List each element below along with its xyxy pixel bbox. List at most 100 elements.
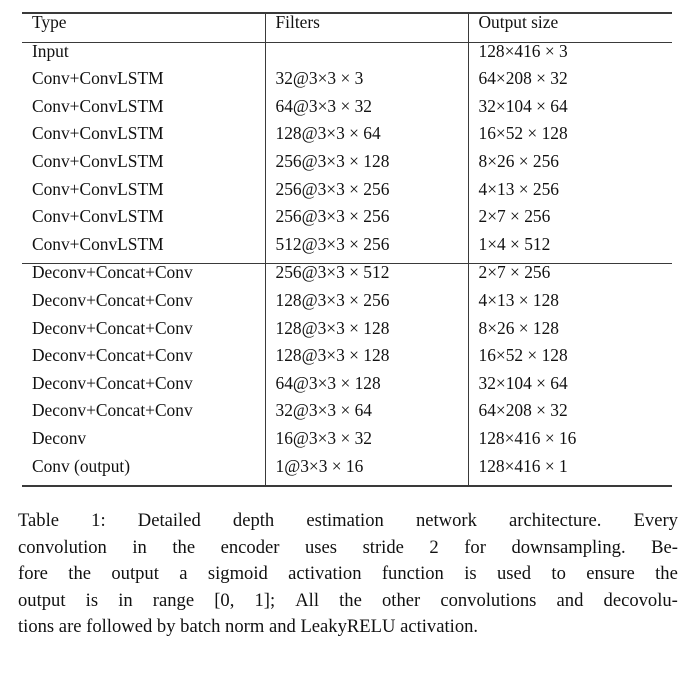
caption-word: stride xyxy=(362,536,404,558)
caption-word: convolutions xyxy=(440,589,537,611)
architecture-table: Type Filters Output size Input 128×416 × … xyxy=(22,11,672,488)
cell-output-size: 16×52 × 128 xyxy=(467,346,672,375)
table-header-row: Type Filters Output size xyxy=(22,11,672,43)
cell-type-value: Conv+ConvLSTM xyxy=(32,233,164,254)
cell-filters-value: 1@3×3 × 16 xyxy=(275,455,364,476)
cell-type-value: Deconv+Concat+Conv xyxy=(32,289,193,310)
cell-type-value: Deconv xyxy=(32,427,87,448)
cell-type-value: Conv+ConvLSTM xyxy=(32,206,164,227)
caption-word: is xyxy=(85,589,99,611)
cell-filters: 256@3×3 × 256 xyxy=(264,178,468,209)
cell-output-size-value: 64×208 × 32 xyxy=(478,68,568,89)
caption-word: ensure xyxy=(586,563,635,584)
cell-type-value: Deconv+Concat+Conv xyxy=(32,317,193,338)
caption-word: to xyxy=(551,563,566,584)
cell-output-size-value: 2×7 × 256 xyxy=(478,262,551,283)
column-header-filters: Filters xyxy=(264,11,468,43)
cell-filters: 256@3×3 × 512 xyxy=(264,262,468,292)
column-header-type: Type xyxy=(22,11,265,43)
cell-filters xyxy=(264,41,468,71)
cell-type: Conv+ConvLSTM xyxy=(22,206,265,236)
table-row: Conv+ConvLSTM 512@3×3 × 256 1×4 × 512 xyxy=(22,233,672,264)
cell-type-value: Deconv+Concat+Conv xyxy=(32,262,193,283)
cell-filters-value: 64@3×3 × 128 xyxy=(275,372,381,393)
cell-type: Conv+ConvLSTM xyxy=(22,69,265,98)
cell-output-size: 2×7 × 256 xyxy=(467,207,672,236)
cell-output-size-value: 1×4 × 512 xyxy=(478,233,551,254)
table-figure: Type Filters Output size Input 128×416 × … xyxy=(22,11,672,488)
caption-word: output xyxy=(18,589,66,611)
caption-word: 1: xyxy=(91,510,106,531)
cell-output-size: 4×13 × 128 xyxy=(467,291,672,320)
caption-word: [0, xyxy=(214,589,235,611)
caption-word: encoder xyxy=(220,536,280,558)
cell-filters: 128@3×3 × 64 xyxy=(264,124,468,153)
caption-word: range xyxy=(152,589,195,611)
cell-output-size-value: 128×416 × 16 xyxy=(478,427,577,448)
cell-filters: 512@3×3 × 256 xyxy=(264,235,468,264)
cell-type: Deconv xyxy=(22,427,265,458)
cell-type-value: Input xyxy=(32,40,69,61)
table-header: Type Filters Output size xyxy=(22,11,672,43)
cell-filters: 16@3×3 × 32 xyxy=(264,427,468,458)
caption-word: 1]; xyxy=(254,589,276,611)
cell-output-size-value: 4×13 × 256 xyxy=(478,178,559,199)
cell-filters: 128@3×3 × 128 xyxy=(264,346,468,375)
cell-output-size-value: 64×208 × 32 xyxy=(478,400,568,421)
caption-word: decovolu- xyxy=(603,589,678,611)
cell-type-value: Deconv+Concat+Conv xyxy=(32,345,193,366)
caption-word: depth xyxy=(232,510,275,531)
cell-type: Conv+ConvLSTM xyxy=(22,95,265,126)
caption-word: All xyxy=(295,589,320,611)
caption-word: the xyxy=(339,589,362,611)
cell-filters-value: 256@3×3 × 512 xyxy=(275,262,390,283)
caption-word: used xyxy=(496,563,532,584)
table-row: Deconv 16@3×3 × 32 128×416 × 16 xyxy=(22,427,672,458)
table-row: Deconv+Concat+Conv 256@3×3 × 512 2×7 × 256 xyxy=(22,262,672,292)
cell-filters-value: 256@3×3 × 128 xyxy=(275,150,390,171)
column-header-output-size: Output size xyxy=(467,11,672,43)
cell-filters: 32@3×3 × 64 xyxy=(264,400,468,430)
caption-word: estimation xyxy=(306,510,384,531)
caption-word: Every xyxy=(633,510,678,531)
caption-word: downsampling. xyxy=(511,536,626,558)
cell-type: Conv (output) xyxy=(22,457,265,488)
cell-output-size: 128×416 × 16 xyxy=(467,427,672,458)
cell-filters-value: 256@3×3 × 256 xyxy=(275,178,390,199)
caption-word: is xyxy=(464,563,477,584)
caption-word: for xyxy=(464,536,486,558)
cell-type: Deconv+Concat+Conv xyxy=(22,262,265,292)
cell-filters: 1@3×3 × 16 xyxy=(264,455,468,488)
cell-output-size-value: 32×104 × 64 xyxy=(478,95,568,116)
cell-type: Deconv+Concat+Conv xyxy=(22,289,265,320)
cell-filters-value: 16@3×3 × 32 xyxy=(275,427,373,448)
cell-output-size: 4×13 × 256 xyxy=(467,178,672,209)
cell-type: Conv+ConvLSTM xyxy=(22,124,265,153)
caption-word: a xyxy=(179,563,188,584)
caption-word: sigmoid xyxy=(207,563,268,584)
caption-word: network xyxy=(415,510,477,531)
caption-word: the xyxy=(172,536,196,558)
cell-type-value: Conv+ConvLSTM xyxy=(32,95,164,116)
cell-filters-value: 32@3×3 × 64 xyxy=(275,400,373,421)
cell-output-size: 32×104 × 64 xyxy=(467,374,672,403)
cell-output-size-value: 8×26 × 256 xyxy=(478,150,559,171)
cell-filters: 32@3×3 × 3 xyxy=(264,68,468,98)
cell-output-size: 8×26 × 256 xyxy=(467,150,672,181)
cell-output-size: 1×4 × 512 xyxy=(467,233,672,264)
caption-line: tions are followed by batch norm and Lea… xyxy=(18,616,479,637)
column-header-filters-label: Filters xyxy=(275,12,320,32)
cell-type: Input xyxy=(22,40,265,71)
cell-filters-value: 32@3×3 × 3 xyxy=(275,68,364,89)
cell-output-size-value: 8×26 × 128 xyxy=(478,317,559,338)
cell-type: Conv+ConvLSTM xyxy=(22,152,265,181)
